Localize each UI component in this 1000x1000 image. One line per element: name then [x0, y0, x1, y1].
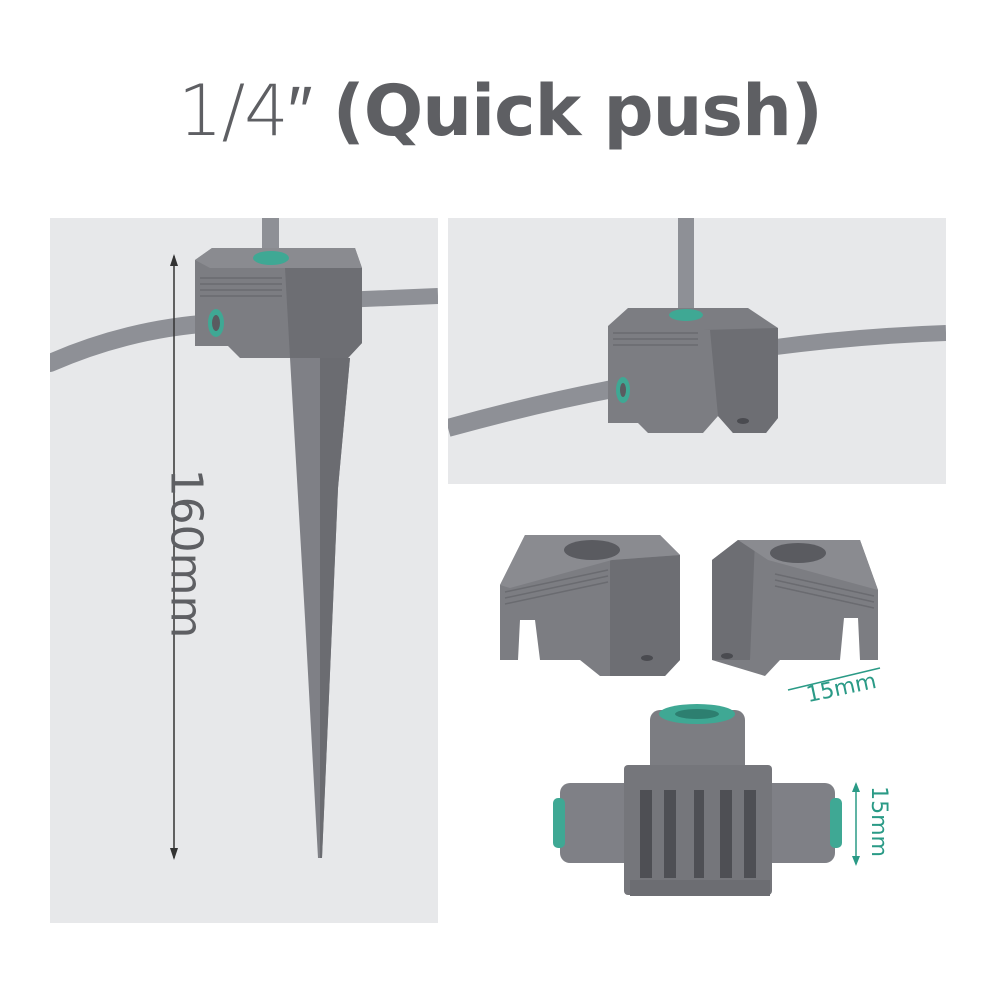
connector-photo-panel	[448, 218, 946, 484]
tube-left	[50, 314, 224, 372]
stake-photo-panel	[50, 218, 438, 923]
title-label: (Quick push)	[332, 70, 823, 152]
dimension-label-tee-15mm: 15mm	[865, 786, 891, 857]
connector-illustration	[448, 218, 946, 437]
seal-top	[253, 251, 289, 265]
stake-illustration	[50, 218, 438, 860]
tube-top	[678, 218, 694, 313]
clip-half-right	[712, 540, 878, 676]
dimension-label-160mm: 160mm	[160, 468, 212, 639]
tee-connector	[553, 704, 842, 896]
page-title: 1/4″ (Quick push)	[0, 70, 1000, 152]
title-size: 1/4″	[178, 70, 312, 152]
seal-top	[669, 309, 703, 321]
clip-half-left	[500, 535, 680, 676]
tube-right	[766, 325, 946, 356]
tube-left	[448, 379, 620, 437]
dimension-label-clip-15mm: 15mm	[804, 668, 879, 709]
